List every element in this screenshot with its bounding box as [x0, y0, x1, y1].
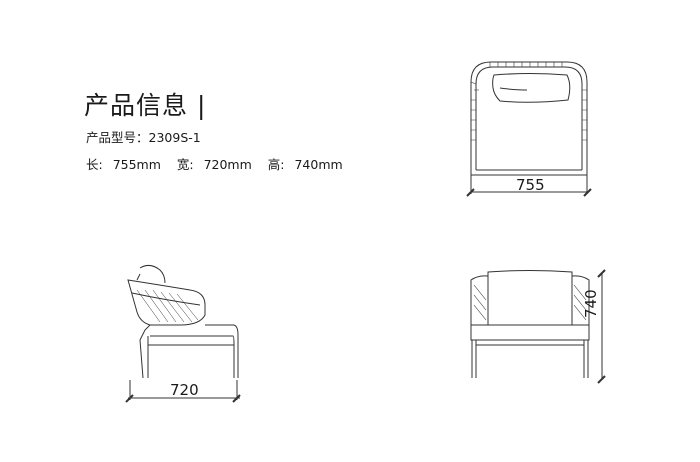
page-title: 产品信息 |	[84, 91, 207, 120]
top-view-drawing	[466, 61, 592, 197]
front-view-dimension: 740	[582, 289, 600, 318]
side-view-drawing	[125, 264, 241, 403]
dim-width: 宽: 720mm	[176, 157, 252, 172]
model-label: 产品型号：	[86, 130, 149, 145]
model-value: 2309S-1	[148, 130, 201, 145]
product-dimensions: 长: 755mm 宽: 720mm 高: 740mm	[86, 154, 355, 173]
dim-height: 高: 740mm	[267, 157, 343, 172]
top-view-dimension: 755	[516, 176, 545, 194]
dim-length: 长: 755mm	[86, 157, 161, 172]
side-view-dimension: 720	[170, 381, 199, 399]
front-view-drawing	[470, 269, 606, 384]
product-model: 产品型号：2309S-1	[86, 127, 201, 146]
